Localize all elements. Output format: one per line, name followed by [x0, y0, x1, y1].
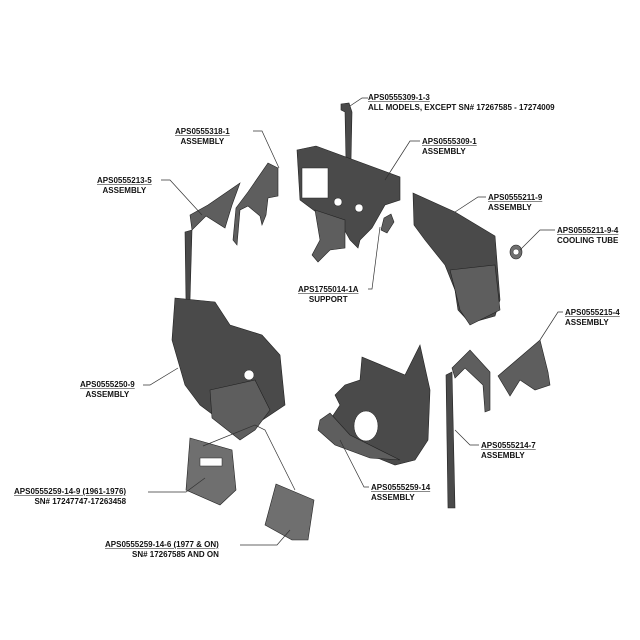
part-aps0555215-4[interactable]	[497, 339, 551, 397]
part-description: ALL MODELS, EXCEPT SN# 17267585 - 172740…	[368, 103, 555, 112]
part-description: ASSEMBLY	[481, 451, 525, 460]
part-number[interactable]: APS0555211-9-4	[557, 226, 619, 235]
callout-aps0555259-14-9: APS0555259-14-9 (1961-1976)SN# 17247747-…	[14, 487, 126, 507]
part-number[interactable]: APS1755014-1A	[298, 285, 359, 294]
part-description: SUPPORT	[308, 295, 348, 304]
callout-aps0555259-14-6: APS0555259-14-6 (1977 & ON)SN# 17267585 …	[105, 540, 219, 560]
part-aps0555250-9[interactable]	[171, 297, 286, 441]
part-description: ASSEMBLY	[488, 203, 532, 212]
part-aps0555214-7[interactable]	[445, 349, 491, 509]
part-number[interactable]: APS0555250-9	[80, 380, 135, 389]
part-aps0555211-9-4[interactable]	[509, 244, 523, 260]
part-aps0555318-1[interactable]	[232, 162, 279, 246]
part-number[interactable]: APS0555259-14-6 (1977 & ON)	[105, 540, 219, 549]
part-number[interactable]: APS0555318-1	[175, 127, 230, 136]
part-description: ASSEMBLY	[371, 493, 415, 502]
part-number[interactable]: APS0555309-1-3	[368, 93, 430, 102]
part-description: ASSEMBLY	[422, 147, 466, 156]
part-description: ASSEMBLY	[102, 186, 147, 195]
part-number[interactable]: APS0555214-7	[481, 441, 536, 450]
leader-lines	[143, 97, 563, 546]
part-aps0555211-9[interactable]	[412, 192, 501, 326]
part-description: SN# 17247747-17263458	[34, 497, 127, 506]
part-description: COOLING TUBE	[557, 236, 619, 245]
part-description: SN# 17267585 AND ON	[131, 550, 219, 559]
part-description: ASSEMBLY	[565, 318, 609, 327]
part-number[interactable]: APS0555215-4	[565, 308, 620, 317]
part-number[interactable]: APS0555259-14	[371, 483, 431, 492]
part-description: ASSEMBLY	[180, 137, 225, 146]
part-number[interactable]: APS0555309-1	[422, 137, 477, 146]
part-aps0555259-14-9[interactable]	[185, 437, 237, 506]
part-aps0555213-5[interactable]	[184, 182, 241, 301]
part-aps1755014-1a[interactable]	[380, 213, 395, 234]
part-description: ASSEMBLY	[85, 390, 130, 399]
part-aps0555309-1[interactable]	[296, 145, 401, 263]
part-number[interactable]: APS0555211-9	[488, 193, 543, 202]
part-number[interactable]: APS0555213-5	[97, 176, 152, 185]
part-aps0555259-14[interactable]	[317, 344, 431, 466]
part-number[interactable]: APS0555259-14-9 (1961-1976)	[14, 487, 127, 496]
part-aps0555259-14-6[interactable]	[264, 483, 315, 541]
part-aps0555309-1-3[interactable]	[340, 102, 353, 161]
